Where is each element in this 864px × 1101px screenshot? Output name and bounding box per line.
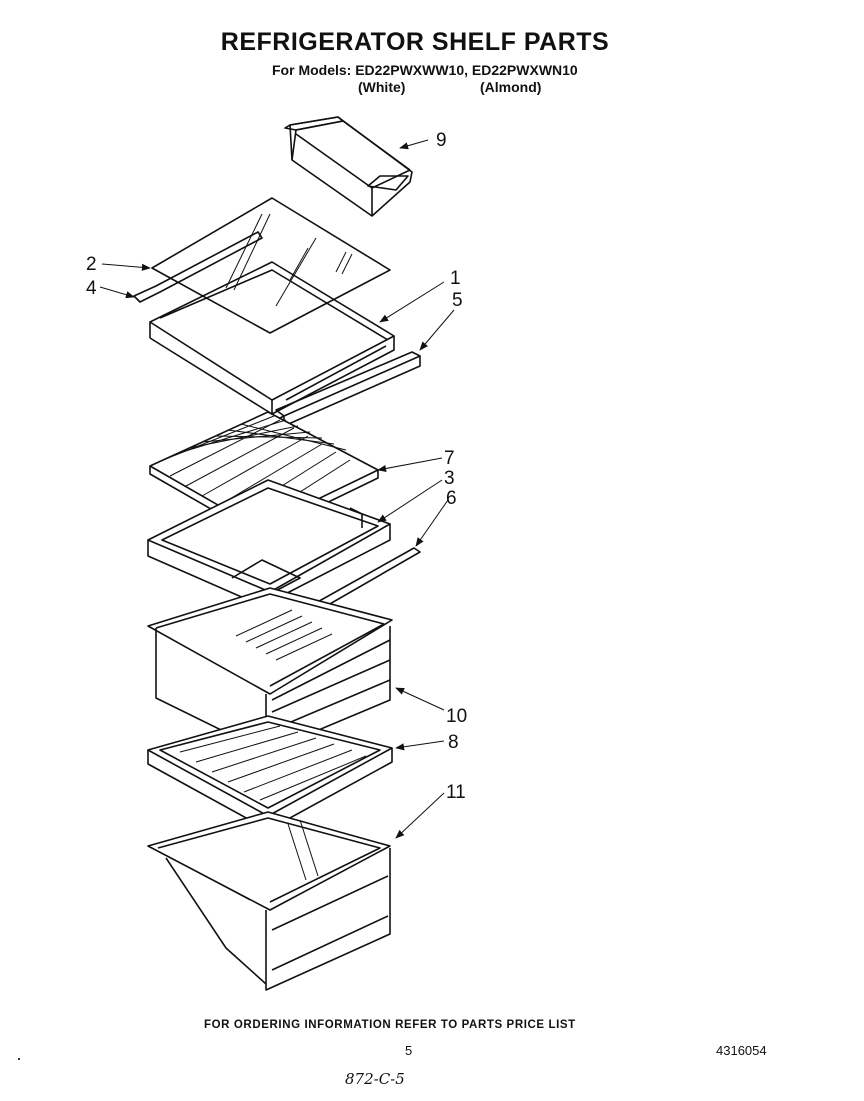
- part-11-lower-drawer: [147, 811, 391, 991]
- leader-lines: [99, 139, 455, 839]
- part-1-shelf-frame: [133, 231, 395, 415]
- callout-3: 3: [444, 468, 455, 489]
- part-10-crisper-drawer: [147, 587, 393, 753]
- scan-speck: [18, 1058, 20, 1060]
- variant-almond-label: (Almond): [480, 79, 542, 95]
- page-title: REFRIGERATOR SHELF PARTS: [220, 28, 610, 56]
- callout-1: 1: [450, 268, 461, 289]
- callout-9: 9: [436, 130, 447, 151]
- part-3-cover-frame: [147, 479, 391, 607]
- part-9-bin: [284, 116, 413, 217]
- handwritten-note: 872-C-5: [345, 1070, 405, 1088]
- part-5-trim: [275, 351, 421, 427]
- callout-5: 5: [452, 290, 463, 311]
- callout-4: 4: [86, 278, 97, 299]
- document-number: 4316054: [716, 1043, 767, 1058]
- callout-7: 7: [444, 448, 455, 469]
- callout-2: 2: [86, 254, 97, 275]
- models-line: For Models: ED22PWXWW10, ED22PWXWN10: [272, 62, 578, 78]
- page-number: 5: [405, 1043, 413, 1058]
- ordering-note: FOR ORDERING INFORMATION REFER TO PARTS …: [204, 1019, 576, 1031]
- callout-8: 8: [448, 732, 459, 753]
- callout-10: 10: [446, 706, 467, 727]
- variant-white-label: (White): [358, 79, 406, 95]
- callout-11: 11: [446, 782, 466, 803]
- callout-6: 6: [446, 488, 457, 509]
